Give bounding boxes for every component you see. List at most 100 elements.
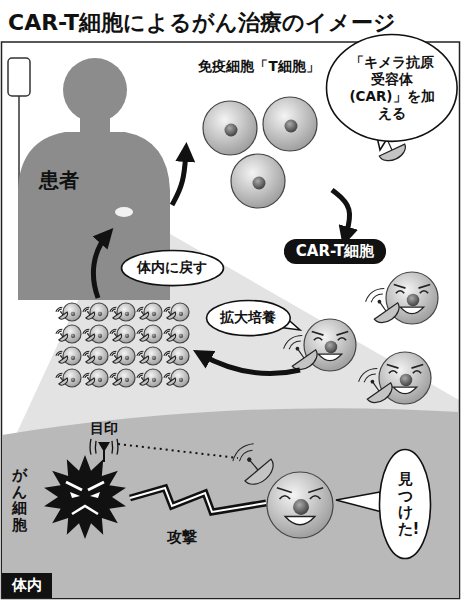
antenna-dish — [135, 349, 150, 364]
dish-bowl — [59, 378, 69, 387]
attack-bolt-core — [130, 488, 266, 512]
dish-stem — [88, 378, 90, 381]
t-cell-nucleus — [152, 334, 156, 338]
dish-bowl — [140, 312, 150, 321]
cancer-cell: がん細胞 — [6, 440, 134, 560]
dish-tip — [60, 377, 62, 379]
dish-stem — [61, 334, 63, 337]
t-cell-nucleus — [325, 341, 337, 353]
t-cell-nucleus — [179, 312, 183, 316]
t-cell-nucleus — [152, 378, 156, 382]
marker-label: 目印 — [90, 420, 118, 436]
dish-bowl — [86, 334, 96, 343]
dish-tip — [141, 377, 143, 379]
dish-stem — [142, 378, 144, 381]
cell-brow — [387, 364, 399, 368]
dish-bowl — [86, 312, 96, 321]
t-cell-body — [117, 369, 135, 387]
angry-mouth — [72, 506, 98, 514]
attack-bolt — [130, 488, 266, 512]
t-cell-body — [144, 347, 162, 365]
antenna-dish — [354, 364, 396, 408]
bubble-shape — [206, 300, 290, 335]
speech-bubble: 見つけた! — [378, 448, 432, 560]
t-cell-nucleus — [125, 378, 129, 382]
t-cell-body — [144, 325, 162, 343]
dish-stem — [169, 312, 171, 315]
antenna-dish — [108, 349, 123, 364]
signal-wave — [55, 306, 62, 312]
antenna-dish — [135, 371, 150, 386]
body-region-fill — [2, 408, 459, 598]
bubble-shape — [380, 450, 431, 559]
antenna-dish — [81, 327, 96, 342]
cell-eye — [310, 496, 321, 499]
t-cell-nucleus — [125, 334, 129, 338]
dish-tip — [87, 333, 89, 335]
t-cell-nucleus — [98, 378, 102, 382]
t-cell-body — [171, 369, 189, 387]
signal-wave — [163, 350, 170, 356]
cell-eye — [338, 338, 346, 341]
t-cell-nucleus — [71, 334, 75, 338]
angry-brow — [66, 482, 104, 490]
dish-bowl — [113, 312, 123, 321]
signal-wave — [163, 372, 170, 378]
t-cell-body — [171, 347, 189, 365]
dish-tip — [168, 377, 170, 379]
dish-stem — [61, 312, 63, 315]
bubble-tail — [336, 492, 382, 512]
dish-stem — [115, 356, 117, 359]
t-cell-nucleus — [179, 356, 183, 360]
t-cell-nucleus — [293, 499, 309, 515]
title-wrap: CAR-T細胞によるがん治療のイメージ — [8, 8, 396, 38]
antenna-dish — [162, 327, 177, 342]
patient-head — [63, 58, 127, 122]
t-cell-body — [63, 369, 81, 387]
cell-mouth — [285, 517, 315, 525]
title: CAR-T細胞によるがん治療のイメージ — [8, 10, 396, 35]
t-cell-nucleus — [98, 334, 102, 338]
signal-wave — [136, 372, 143, 378]
cell-eye — [396, 291, 404, 294]
signal-wave — [109, 350, 116, 356]
t-cell-body — [171, 325, 189, 343]
signal-wave — [109, 372, 116, 378]
dish-tip — [60, 355, 62, 357]
t-cell-nucleus — [98, 356, 102, 360]
dish-tip — [60, 333, 62, 335]
t-cell-nucleus — [98, 312, 102, 316]
dish-stem — [169, 334, 171, 337]
t-cell-nucleus — [225, 124, 238, 137]
dish-bowl — [86, 356, 96, 365]
t-cell-nucleus — [400, 374, 412, 386]
cell-brow — [337, 331, 349, 335]
t-cell-body — [144, 369, 162, 387]
t-cell-nucleus — [407, 294, 419, 306]
action-label: 攻撃 — [167, 528, 197, 546]
signal-wave — [288, 339, 301, 349]
signal-wave — [281, 332, 302, 348]
antenna-dish — [162, 349, 177, 364]
cell-eye — [314, 338, 322, 341]
signal-wave — [230, 440, 254, 461]
antenna-dish — [54, 327, 69, 342]
antenna-dish — [135, 305, 150, 320]
signal-wave — [82, 306, 89, 312]
expansion-arrow — [200, 354, 300, 374]
t-cell-nucleus — [285, 120, 298, 133]
dish-stem — [115, 334, 117, 337]
t-cell-nucleus — [152, 312, 156, 316]
signal-wave — [356, 365, 377, 381]
dish-bowl — [367, 383, 396, 408]
dish-tip — [87, 355, 89, 357]
antenna-dish — [135, 327, 150, 342]
signal-wave — [363, 372, 376, 382]
dish-tip — [114, 377, 116, 379]
t-cell-body — [263, 97, 317, 151]
antenna-dish — [108, 305, 123, 320]
dish-stem — [142, 356, 144, 359]
antenna-dish — [81, 371, 96, 386]
dish-bowl — [167, 378, 177, 387]
